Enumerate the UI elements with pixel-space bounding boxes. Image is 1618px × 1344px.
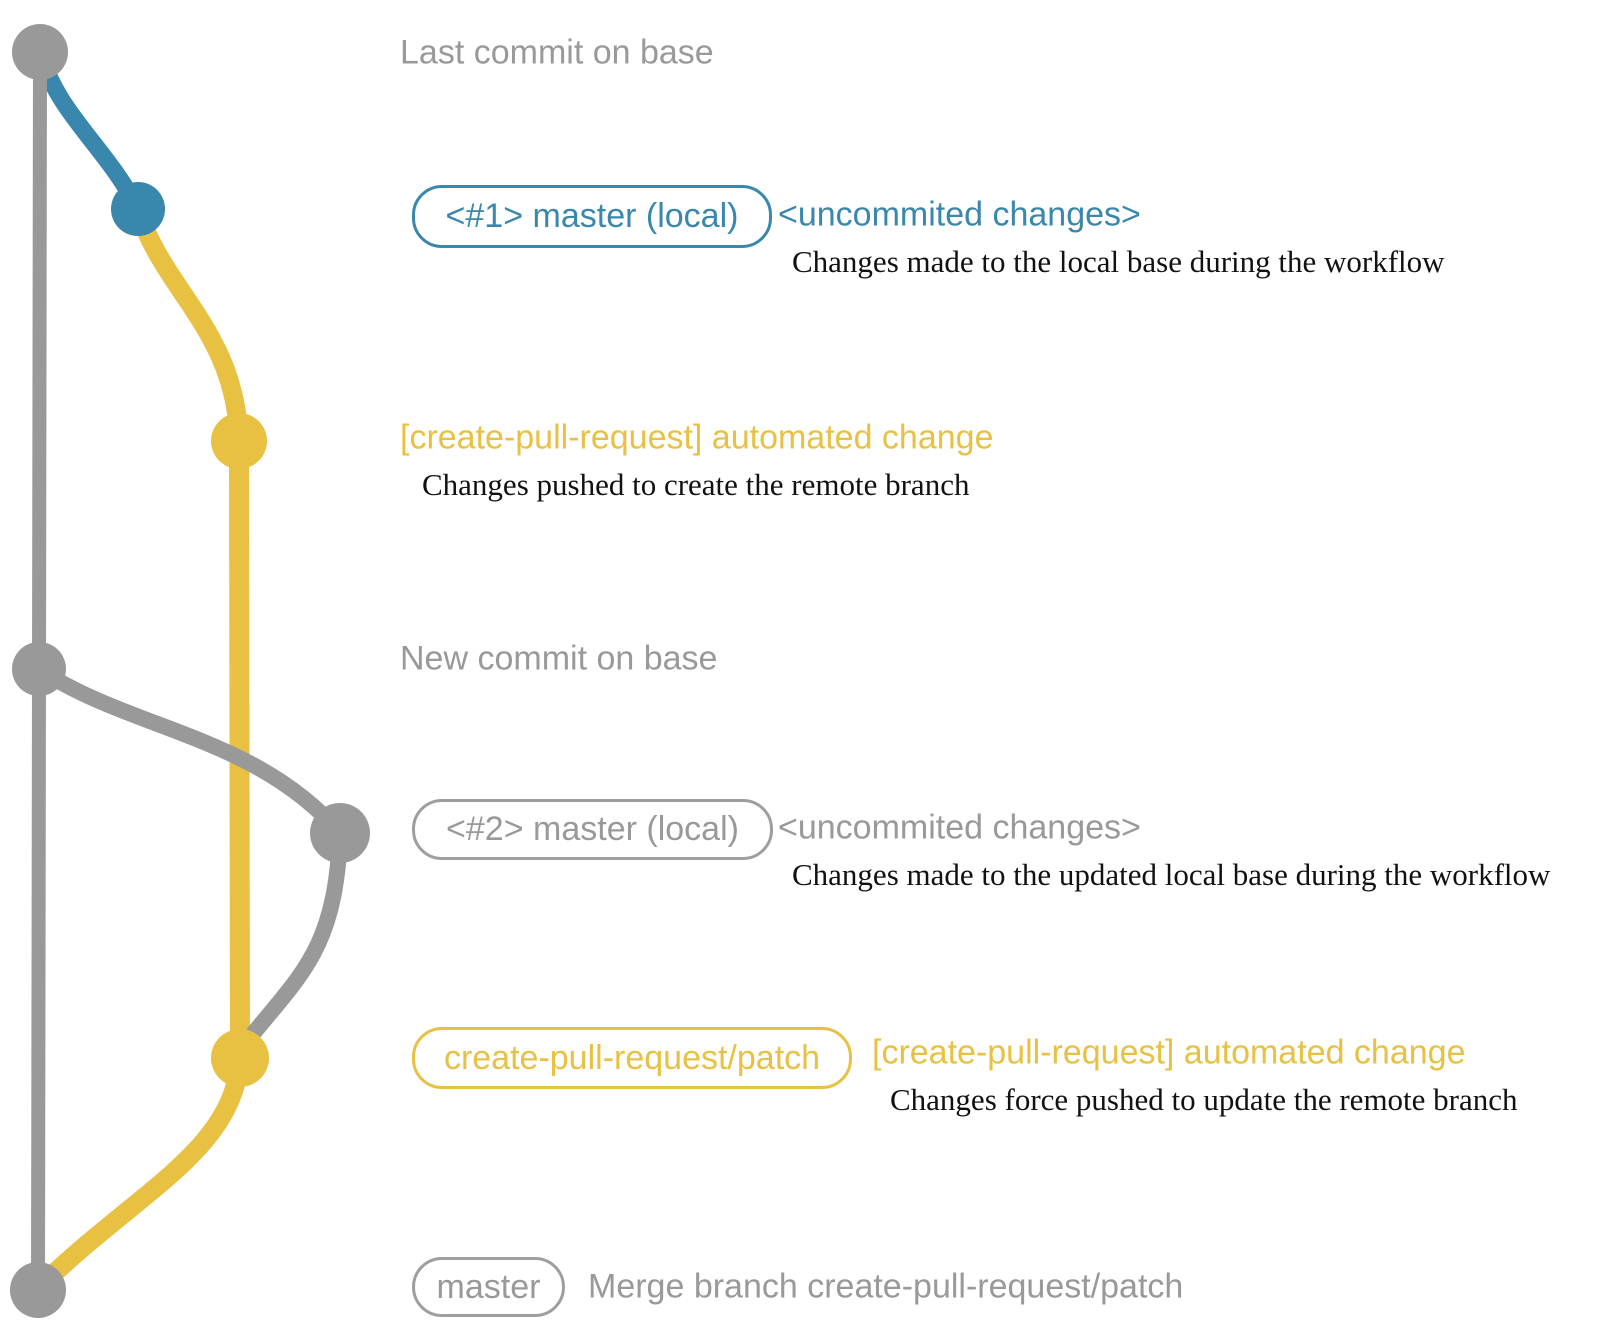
commit-dot-push-2: [211, 1029, 269, 1087]
automated-change-1-label: [create-pull-request] automated change: [400, 418, 994, 457]
branch-badge-create-pull-request-patch: create-pull-request/patch: [412, 1027, 852, 1089]
yellow-branch-curve-top: [128, 199, 249, 451]
branch-badge-master-local-1: <#1> master (local): [412, 185, 772, 248]
commit-dot-push-1: [211, 413, 267, 469]
uncommitted-changes-1-label: <uncommited changes>: [778, 195, 1141, 234]
gray-branch-curve-out: [31, 661, 348, 841]
merge-commit-label: Merge branch create-pull-request/patch: [588, 1267, 1184, 1306]
automated-change-2-label: [create-pull-request] automated change: [872, 1033, 1466, 1072]
automated-change-2-description: Changes force pushed to update the remot…: [890, 1082, 1518, 1117]
git-graph-svg: [10, 24, 370, 1318]
last-commit-label: Last commit on base: [400, 33, 714, 72]
commit-dot-new-base: [12, 642, 66, 696]
commit-dot-last-base: [12, 24, 68, 80]
commit-dot-local-2: [310, 803, 370, 863]
branch-badge-master-local-2: <#2> master (local): [412, 799, 773, 860]
branch-badge-master: master: [412, 1257, 565, 1317]
uncommitted-changes-2-label: <uncommited changes>: [778, 808, 1141, 847]
commit-dot-merge: [10, 1262, 66, 1318]
new-commit-label: New commit on base: [400, 639, 718, 678]
automated-change-1-description: Changes pushed to create the remote bran…: [422, 467, 970, 502]
yellow-merge-curve: [35, 1048, 250, 1292]
gray-branch-curve-in: [240, 825, 348, 1048]
uncommitted-changes-1-description: Changes made to the local base during th…: [792, 244, 1445, 279]
commit-dot-local-1: [111, 182, 165, 236]
uncommitted-changes-2-description: Changes made to the updated local base d…: [792, 857, 1551, 892]
